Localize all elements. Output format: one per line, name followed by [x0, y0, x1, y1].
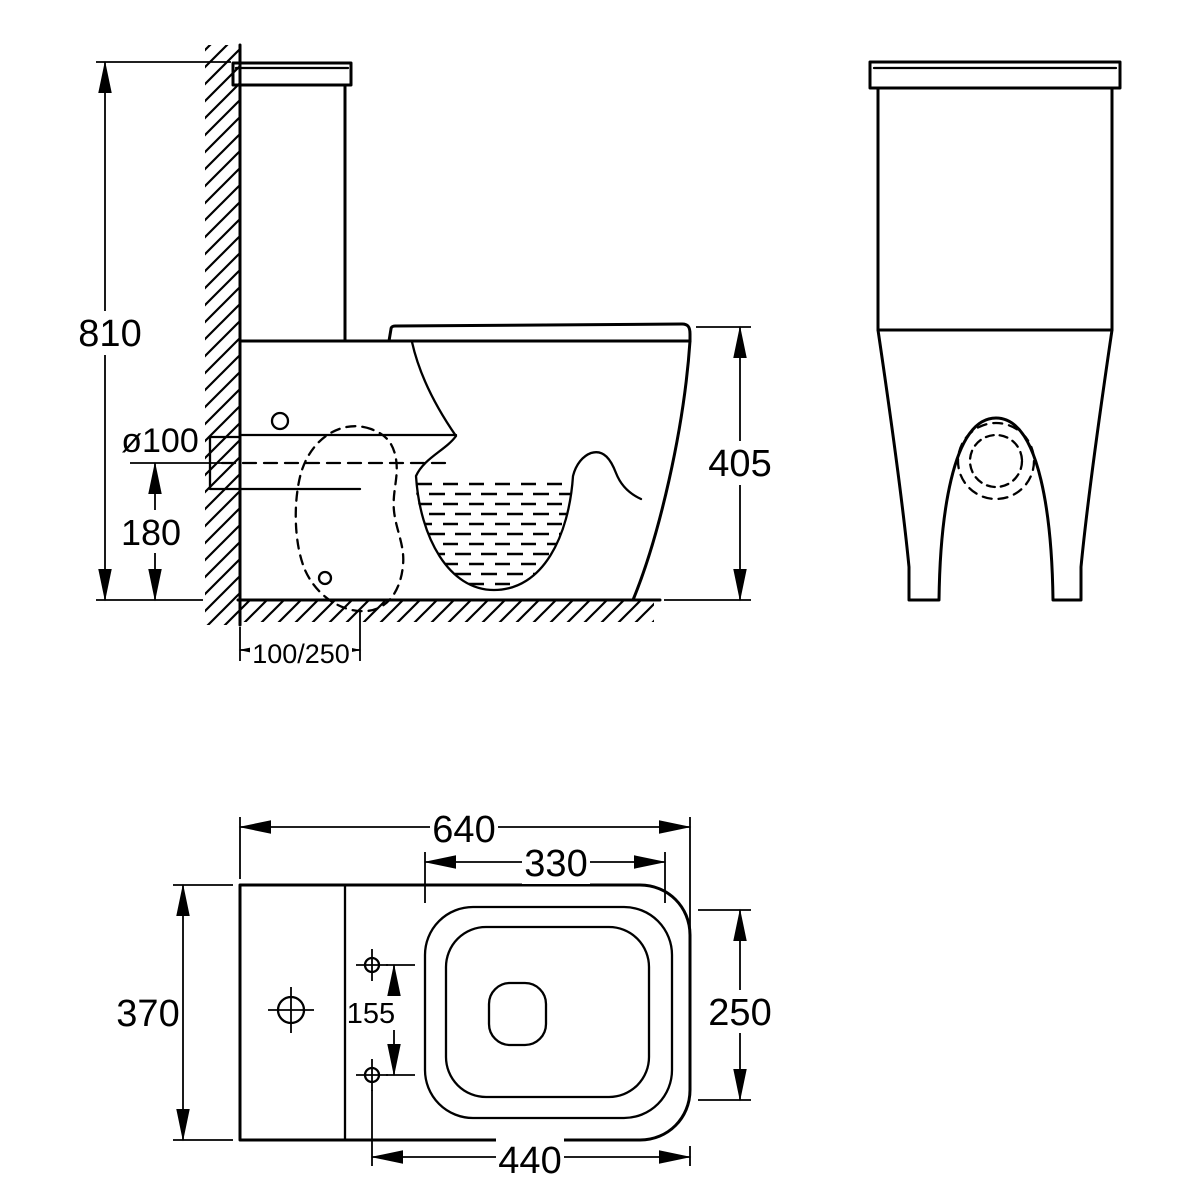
outlet-circle-outer-dashed — [956, 421, 1036, 501]
dim-outlet-height: 180 — [119, 461, 184, 602]
water-hatch — [414, 477, 572, 589]
tank-fixing-hole — [268, 987, 314, 1033]
seat-outer-outline — [423, 905, 674, 1120]
outlet-circle-inner-dashed — [968, 433, 1024, 489]
plan-outline — [238, 883, 692, 1142]
wall-section-hatch — [205, 45, 240, 625]
dim-label-seat-depth: 250 — [708, 992, 771, 1034]
bowl-front-profile — [631, 339, 692, 602]
dim-overall-width: 370 — [115, 883, 233, 1142]
dim-outlet-diameter: ø100 — [121, 422, 222, 464]
dim-label-seat-width: 330 — [524, 843, 587, 885]
dim-overall-height: 810 — [76, 60, 231, 602]
dim-label-overall-length: 640 — [432, 809, 495, 851]
dim-label-hole-spacing: 155 — [347, 998, 395, 1030]
seat-fixing-hole-bottom — [356, 1059, 388, 1091]
dim-label-overall-width: 370 — [116, 993, 179, 1035]
dim-outlet-setout: 100/250 — [238, 612, 362, 670]
dim-label-outlet-height: 180 — [121, 512, 181, 553]
dim-label-bowl-height: 405 — [708, 443, 771, 485]
dim-bowl-height: 405 — [664, 325, 774, 602]
side-view: 810 405 ø100 180 100/250 — [76, 43, 774, 670]
trap-outline-dashed — [294, 425, 405, 613]
pedestal-outline — [876, 328, 1114, 602]
sump-outline — [487, 981, 548, 1047]
seat-inner-outline — [444, 925, 651, 1099]
dim-front-length: 440 — [370, 1090, 692, 1182]
dim-label-outlet-diameter: ø100 — [121, 422, 199, 460]
front-view — [868, 60, 1122, 602]
dim-seat-depth: 250 — [698, 908, 774, 1102]
dim-label-front-length: 440 — [498, 1140, 561, 1182]
dim-label-outlet-setout: 100/250 — [252, 639, 350, 669]
cistern-fixing-detail — [270, 411, 290, 431]
dim-label-overall-height: 810 — [78, 313, 141, 355]
seat-fixing-hole-top — [356, 949, 388, 981]
ground-hatch — [240, 601, 654, 622]
cistern-lid-front — [868, 60, 1122, 90]
plan-view: 640 330 370 250 — [115, 807, 774, 1182]
dim-overall-length: 640 — [238, 807, 692, 929]
cistern-lid-side — [231, 61, 353, 87]
cistern-front-face — [876, 86, 1114, 332]
dim-hole-spacing: 155 — [347, 963, 415, 1077]
trap-detail-hole — [317, 570, 333, 586]
seat-profile — [387, 322, 692, 343]
dim-seat-width: 330 — [423, 841, 667, 903]
